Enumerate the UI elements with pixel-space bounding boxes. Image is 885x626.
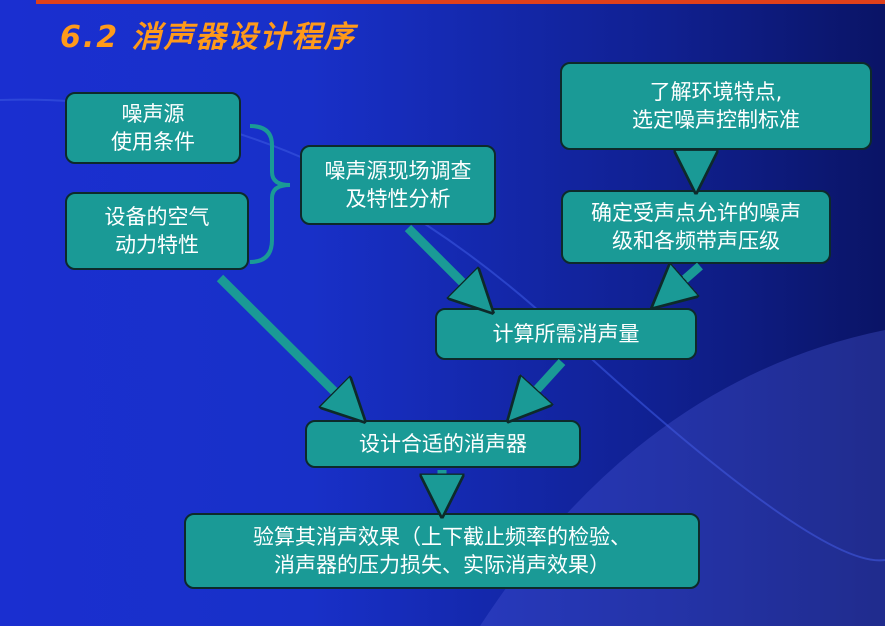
box-line: 噪声源 [121, 101, 185, 126]
environment-box: 了解环境特点, 选定噪声控制标准 [560, 62, 872, 150]
box-line: 级和各频带声压级 [612, 229, 780, 253]
box-line: 选定噪声控制标准 [632, 108, 800, 132]
box-line: 设备的空气 [104, 204, 210, 229]
box-line: 噪声源现场调查 [324, 158, 472, 183]
design-box: 设计合适的消声器 [305, 420, 581, 468]
verify-box: 验算其消声效果（上下截止频率的检验、 消声器的压力损失、实际消声效果） [184, 513, 700, 589]
required-reduction-box: 计算所需消声量 [435, 308, 697, 360]
box-line: 使用条件 [111, 130, 195, 154]
slide-title: 6.2 消声器设计程序 [60, 20, 356, 55]
box-line: 验算其消声效果（上下截止频率的检验、 [253, 524, 631, 549]
box-line: 设计合适的消声器 [359, 431, 527, 456]
box-line: 消声器的压力损失、实际消声效果） [274, 553, 610, 577]
box-line: 了解环境特点, [649, 79, 783, 104]
box-line: 计算所需消声量 [492, 321, 640, 346]
box-line: 动力特性 [115, 233, 199, 257]
top-accent-bar [36, 0, 885, 4]
equipment-box: 设备的空气 动力特性 [65, 192, 249, 270]
noise-source-box: 噪声源 使用条件 [65, 92, 241, 164]
survey-box: 噪声源现场调查 及特性分析 [300, 145, 496, 225]
allowed-level-box: 确定受声点允许的噪声 级和各频带声压级 [561, 190, 831, 264]
box-line: 及特性分析 [345, 187, 451, 211]
box-line: 确定受声点允许的噪声 [591, 200, 801, 225]
